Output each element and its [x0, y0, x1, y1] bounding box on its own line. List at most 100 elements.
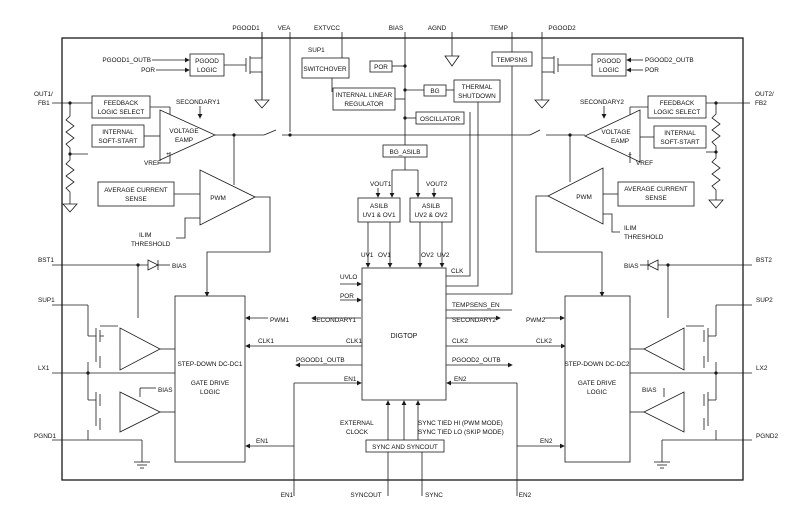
- pin-out1: OUT1/: [34, 91, 53, 98]
- svg-text:SYNC TIED LO (SKIP MODE): SYNC TIED LO (SKIP MODE): [418, 429, 504, 436]
- svg-text:EN2: EN2: [454, 376, 467, 383]
- svg-text:ILIM: ILIM: [139, 232, 151, 239]
- pin-vea: VEA: [278, 25, 292, 32]
- agnd-ground-icon: [444, 55, 460, 67]
- svg-text:PGOOD1_OUTB: PGOOD1_OUTB: [296, 357, 345, 364]
- svg-text:ILIM: ILIM: [624, 225, 636, 232]
- svg-text:BIAS: BIAS: [624, 263, 639, 270]
- pin-pgnd1: PGND1: [34, 433, 56, 440]
- pin-agnd: AGND: [428, 25, 447, 32]
- pwm-comparator-left: [199, 169, 256, 226]
- svg-text:LOGIC SELECT: LOGIC SELECT: [98, 109, 145, 116]
- pgood-left: PGOOD1_OUTB POR PGOOD LOGIC: [102, 32, 270, 109]
- svg-text:BG: BG: [430, 88, 439, 95]
- left-pwm: AVERAGE CURRENT SENSE PWM ILIM THRESHOLD: [97, 135, 271, 297]
- vout1-label: VOUT1: [370, 181, 392, 188]
- pgood2-outb-label: PGOOD2_OUTB: [645, 57, 694, 64]
- asilb-uv2-ov2: [409, 197, 453, 223]
- svg-text:LOGIC SELECT: LOGIC SELECT: [654, 109, 701, 116]
- svg-text:PGOOD2_OUTB: PGOOD2_OUTB: [452, 357, 501, 364]
- svg-text:SENSE: SENSE: [125, 196, 147, 203]
- pin-fb2: FB2: [755, 100, 767, 107]
- svg-text:VOLTAGE: VOLTAGE: [169, 128, 198, 135]
- pin-fb1: FB1: [38, 100, 50, 107]
- pin-bias: BIAS: [389, 25, 404, 32]
- ground-icon: [534, 99, 550, 109]
- svg-text:BIAS: BIAS: [172, 263, 187, 270]
- svg-text:SENSE: SENSE: [645, 195, 667, 202]
- ground-icon: [708, 199, 724, 209]
- pin-bst1: BST1: [38, 257, 54, 264]
- svg-text:FEEDBACK: FEEDBACK: [660, 100, 695, 107]
- right-pwm: PWM AVERAGE CURRENT SENSE ILIM THRESHOLD: [535, 135, 695, 297]
- svg-text:INTERNAL LINEAR: INTERNAL LINEAR: [336, 92, 393, 99]
- pin-lx2: LX2: [756, 365, 768, 372]
- svg-text:BIAS: BIAS: [158, 387, 173, 394]
- svg-text:GATE DRIVE: GATE DRIVE: [191, 380, 229, 387]
- svg-text:UV2 & OV2: UV2 & OV2: [414, 212, 447, 219]
- asilb-blocks: VOUT1 VOUT2 ASILB UV1 & OV1 ASILB UV2 & …: [357, 157, 453, 268]
- ground-icon: [62, 203, 78, 213]
- svg-text:FEEDBACK: FEEDBACK: [104, 100, 139, 107]
- svg-text:CLK2: CLK2: [452, 338, 468, 345]
- right-feedback: OUT2/ FB2 FEEDBACK LOGIC SELECT INTERNAL…: [529, 91, 774, 209]
- pin-extvcc: EXTVCC: [314, 25, 340, 32]
- svg-text:GATE DRIVE: GATE DRIVE: [578, 380, 616, 387]
- sup1-label: SUP1: [308, 47, 325, 54]
- bg-block: [423, 84, 447, 97]
- svg-text:AVERAGE CURRENT: AVERAGE CURRENT: [104, 187, 168, 194]
- svg-text:SECONDARY2: SECONDARY2: [452, 317, 496, 324]
- pin-pgood1: PGOOD1: [232, 25, 260, 32]
- svg-text:OV1: OV1: [378, 252, 391, 259]
- svg-text:SOFT-START: SOFT-START: [660, 139, 699, 146]
- ground-icon: [254, 99, 270, 109]
- svg-text:CLK: CLK: [451, 268, 464, 275]
- svg-text:CLOCK: CLOCK: [346, 429, 369, 436]
- svg-text:EN1: EN1: [256, 438, 269, 445]
- svg-text:SWITCHOVER: SWITCHOVER: [303, 66, 347, 73]
- pgood1-outb-label: PGOOD1_OUTB: [102, 57, 151, 64]
- svg-text:EAMP: EAMP: [175, 137, 193, 144]
- bottom-pins: EN1 SYNCOUT SYNC EN2: [281, 492, 532, 499]
- right-power-stage: BIAS BST2 SUP2 LX2 BIAS PGND2 STEP-DOWN …: [517, 257, 778, 469]
- por-block: [369, 60, 393, 73]
- sync-syncout-block: [365, 439, 445, 453]
- svg-text:OSCILLATOR: OSCILLATOR: [420, 116, 460, 123]
- pgood-logic-right: [591, 53, 627, 77]
- thermal-shutdown-block: [453, 79, 501, 103]
- bst1-diode: [147, 259, 159, 271]
- svg-text:TEMPSENS_EN: TEMPSENS_EN: [452, 302, 500, 309]
- svg-text:LOGIC: LOGIC: [599, 67, 619, 74]
- voltage-eamp-left: [159, 109, 216, 161]
- svg-text:INTERNAL: INTERNAL: [664, 130, 696, 137]
- pin-en2: EN2: [519, 492, 532, 499]
- svg-text:REGULATOR: REGULATOR: [344, 101, 384, 108]
- digtop-region: DIGTOP UVLO POR CLK TEMPSENS_EN SECONDAR…: [245, 267, 566, 496]
- svg-text:LOGIC: LOGIC: [197, 67, 217, 74]
- switchover-block: [301, 57, 350, 79]
- svg-text:PWM: PWM: [576, 194, 592, 201]
- dcdc2-block: [564, 295, 631, 463]
- pin-bst2: BST2: [756, 257, 772, 264]
- svg-text:DIGTOP: DIGTOP: [391, 333, 418, 340]
- pin-pgood2: PGOOD2: [548, 25, 576, 32]
- pgood-right: PGOOD LOGIC PGOOD2_OUTB POR: [534, 53, 694, 109]
- secondary2-label: SECONDARY2: [580, 99, 624, 106]
- svg-text:UVLO: UVLO: [340, 274, 357, 281]
- high-side-driver-left: [119, 327, 161, 371]
- svg-text:AVERAGE CURRENT: AVERAGE CURRENT: [624, 186, 688, 193]
- svg-text:SECONDARY1: SECONDARY1: [312, 317, 356, 324]
- svg-text:BG_ASILB: BG_ASILB: [390, 149, 421, 156]
- pin-sup1: SUP1: [38, 297, 55, 304]
- svg-text:THRESHOLD: THRESHOLD: [131, 241, 171, 248]
- svg-text:BIAS: BIAS: [642, 387, 657, 394]
- svg-text:SYNC AND SYNCOUT: SYNC AND SYNCOUT: [372, 444, 438, 451]
- svg-text:POR: POR: [340, 293, 354, 300]
- avg-current-left: [97, 181, 175, 207]
- center-top: SUP1 SWITCHOVER INTERNAL LINEAR REGULATO…: [301, 47, 533, 295]
- svg-text:STEP-DOWN DC-DC2: STEP-DOWN DC-DC2: [565, 361, 630, 368]
- svg-text:PWM1: PWM1: [270, 317, 290, 324]
- pin-syncout: SYNCOUT: [350, 492, 381, 499]
- switch-left: [263, 129, 277, 136]
